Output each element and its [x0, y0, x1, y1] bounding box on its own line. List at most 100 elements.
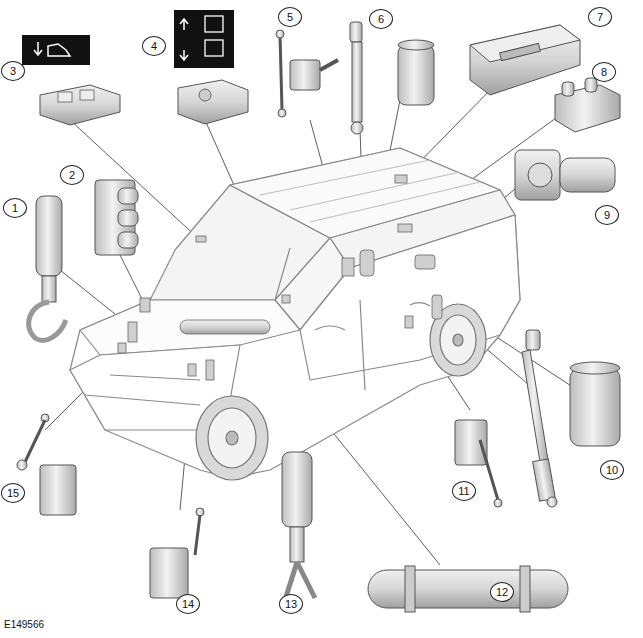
wheels [196, 396, 268, 480]
callout-number: 7 [588, 7, 612, 27]
front-strut [282, 452, 315, 600]
callout-number: 8 [592, 62, 616, 82]
rear-strut [398, 40, 434, 50]
switch-pack [80, 90, 94, 100]
front-strut [42, 276, 56, 302]
vehicle-outline [360, 300, 365, 390]
air-reservoir [368, 566, 568, 612]
in-vehicle-parts [398, 224, 412, 232]
valve-block-rear [562, 82, 574, 96]
height-sensor [290, 60, 320, 90]
callout-number: 12 [490, 582, 514, 602]
callout-number: 15 [1, 483, 25, 503]
vehicle-outline [70, 148, 520, 478]
in-vehicle-parts [140, 298, 150, 312]
valve-block [118, 232, 138, 248]
height-sensor [494, 499, 502, 507]
height-sensor [17, 460, 27, 470]
rear-damper [547, 497, 557, 507]
callout-number: 3 [1, 61, 25, 81]
valve-block-rear [555, 78, 620, 132]
callout-number: 13 [279, 594, 303, 614]
air-reservoir [368, 570, 568, 608]
height-sensor [40, 465, 76, 515]
control-module [470, 25, 580, 95]
switch-pack [40, 85, 120, 125]
rear-damper [570, 368, 620, 446]
height-sensor [25, 420, 45, 462]
leader-lines [45, 80, 585, 565]
front-strut [29, 302, 66, 340]
in-vehicle-parts [118, 175, 442, 380]
height-sensor [196, 508, 204, 516]
callout-number: 6 [369, 9, 393, 29]
valve-block [118, 210, 138, 226]
in-vehicle-parts [196, 236, 206, 242]
height-sensor [276, 30, 284, 38]
air-reservoir [520, 566, 530, 612]
in-vehicle-parts [188, 364, 196, 376]
callout-number: 5 [278, 7, 302, 27]
height-sensor [150, 548, 188, 598]
height-sensor [480, 440, 498, 500]
wheels [440, 315, 476, 365]
rear-damper [522, 350, 548, 462]
height-sensor [278, 109, 286, 117]
wheels [453, 334, 463, 346]
vehicle-outline [300, 215, 520, 380]
in-vehicle-parts [342, 258, 354, 276]
vehicle-outline [275, 248, 290, 300]
height-switch [180, 19, 188, 60]
vehicle-outline [260, 160, 430, 195]
valve-block [118, 188, 138, 204]
leader-lines [70, 120, 200, 240]
in-vehicle-parts [282, 295, 290, 303]
height-switch [174, 10, 234, 68]
compressor [528, 163, 552, 187]
vehicle-outline [70, 148, 520, 478]
rear-strut [350, 22, 362, 42]
control-module [470, 25, 580, 62]
vehicle-outline [80, 300, 300, 355]
callout-number: 14 [176, 594, 200, 614]
in-vehicle-parts [432, 295, 442, 319]
vehicle-outline [110, 375, 200, 380]
height-sensor [276, 30, 338, 117]
in-vehicle-parts [128, 322, 137, 342]
callout-number: 1 [3, 198, 27, 218]
figure-code: E149566 [4, 619, 44, 631]
rear-strut [351, 122, 363, 134]
height-switch [178, 80, 248, 124]
height-switch [205, 16, 223, 32]
wheels [208, 408, 256, 468]
air-reservoir [405, 566, 415, 612]
wheels [226, 431, 238, 445]
callout-number: 10 [600, 460, 624, 480]
rear-damper [526, 330, 540, 350]
control-module [470, 25, 580, 95]
front-strut [282, 452, 312, 527]
valve-block [95, 180, 138, 255]
callout-number: 9 [595, 205, 619, 225]
vehicle-outline [85, 395, 200, 405]
height-sensor [320, 60, 338, 70]
front-strut [29, 196, 66, 340]
leader-lines [120, 255, 145, 305]
control-module [500, 43, 541, 60]
switch-pack [58, 92, 72, 102]
compressor [515, 150, 615, 200]
height-switch [174, 10, 248, 124]
compressor [515, 150, 560, 200]
switch-pack [34, 42, 42, 55]
callout-number: 11 [452, 481, 476, 501]
switch-pack [48, 44, 70, 56]
height-switch [205, 40, 223, 56]
front-strut [290, 527, 304, 562]
callout-number: 4 [142, 36, 166, 56]
height-sensor [17, 414, 76, 515]
in-vehicle-parts [395, 175, 407, 183]
rear-strut [350, 22, 434, 134]
vehicle-outline [310, 182, 480, 222]
height-sensor [280, 35, 282, 110]
